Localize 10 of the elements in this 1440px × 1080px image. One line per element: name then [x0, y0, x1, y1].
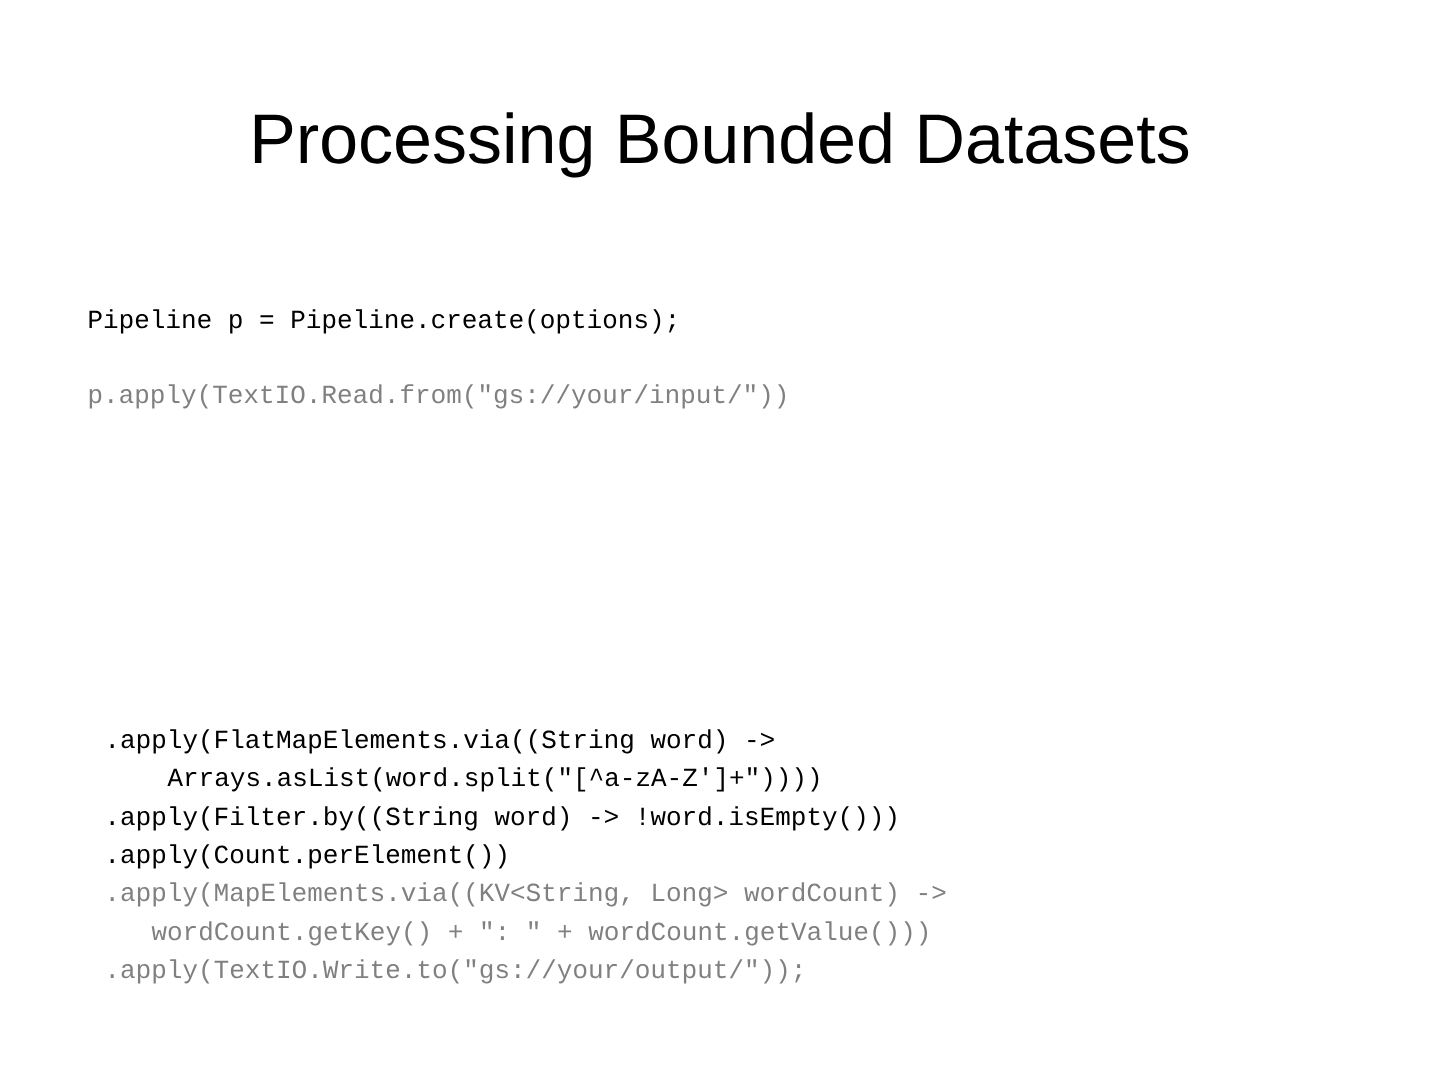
slide-title: Processing Bounded Datasets — [254, 112, 1189, 178]
code-line: .apply(Count.perElement()) — [110, 844, 506, 869]
code-line: p.apply(TextIO.Read.from("gs://your/input/")) — [89, 384, 786, 409]
code-line: .apply(TextIO.Write.to("gs://your/output/")); — [110, 959, 801, 984]
code-line: .apply(Filter.by((String word) -> !word.isEmpty())) — [110, 806, 896, 831]
code-line: .apply(FlatMapElements.via((String word) -> — [110, 729, 774, 754]
code-line: Pipeline p = Pipeline.create(options); — [89, 309, 675, 334]
code-line: Arrays.asList(word.split("[^a-zA-Z']+")))) — [167, 767, 819, 792]
code-line: wordCount.getKey() + ": " + wordCount.getValue())) — [151, 921, 928, 946]
code-line: .apply(MapElements.via((KV<String, Long> wordCount) -> — [110, 882, 946, 907]
